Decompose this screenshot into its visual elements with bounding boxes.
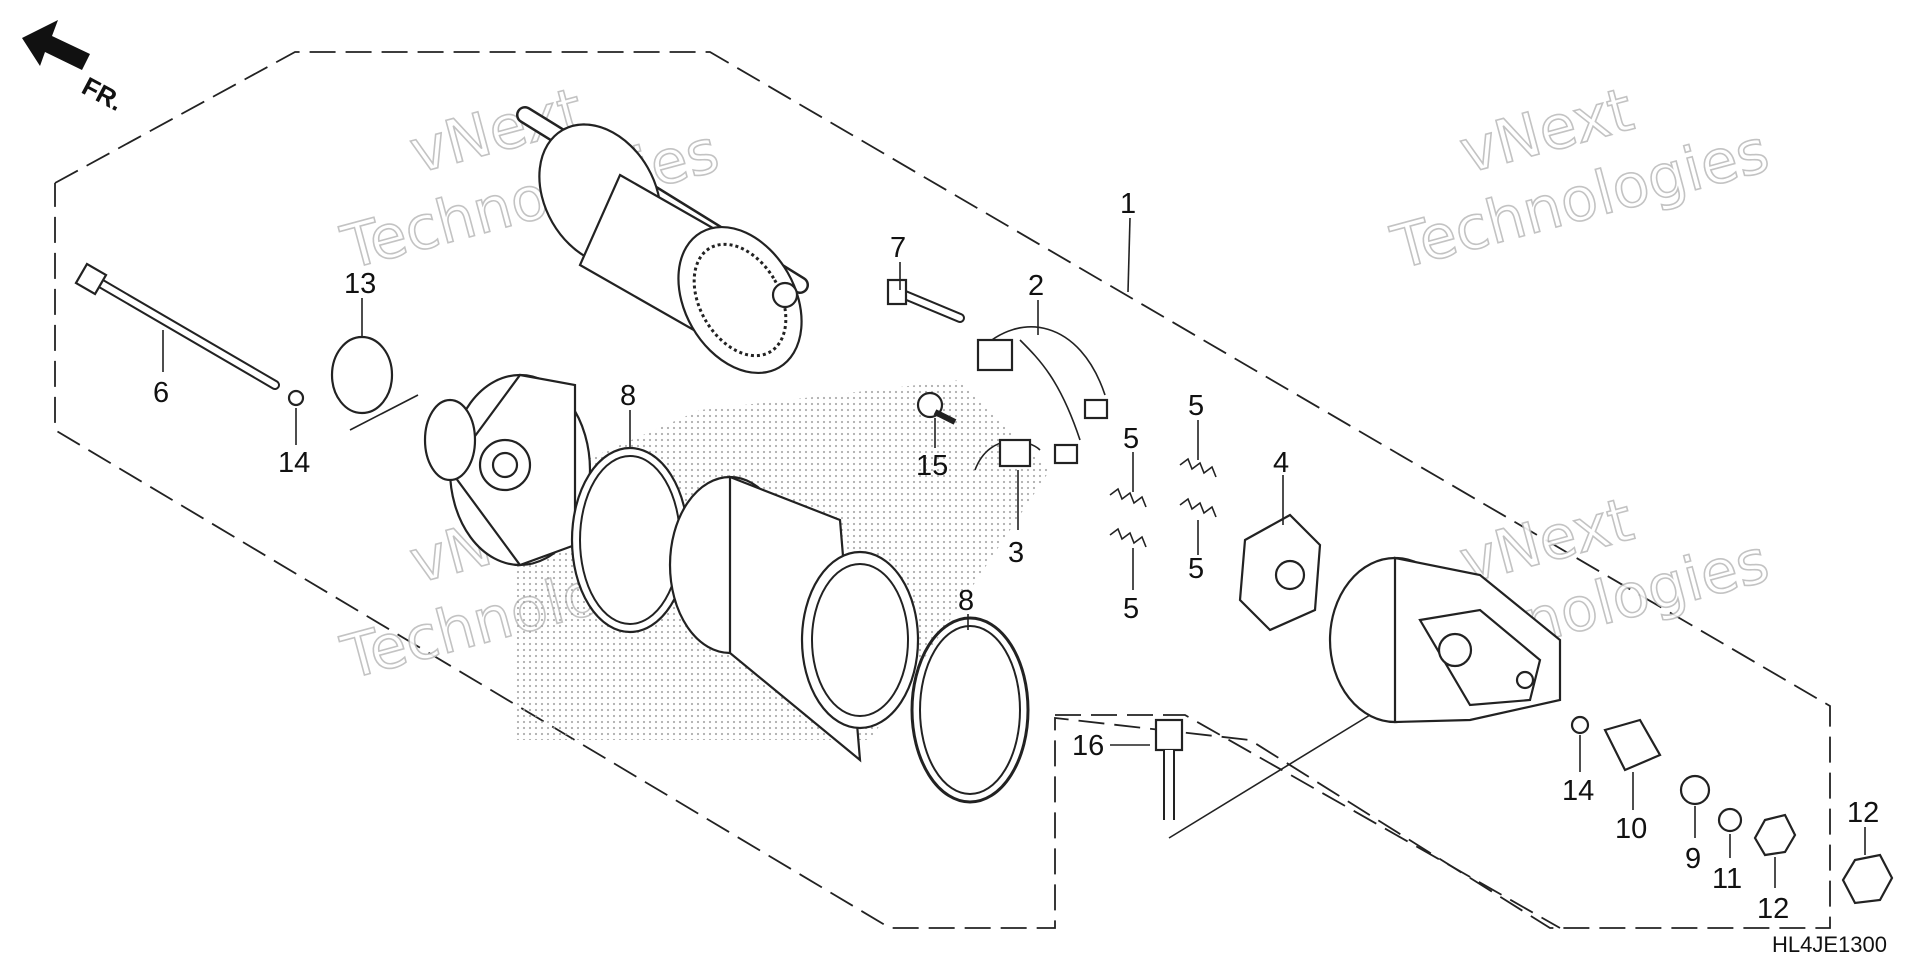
- callout-8-lower: 8: [958, 585, 974, 617]
- callout-5-b: 5: [1188, 390, 1204, 422]
- bolt-group-outline: [1055, 714, 1561, 929]
- screw-15: [916, 391, 957, 425]
- callout-15: 15: [916, 450, 948, 482]
- nut-12-center: [1753, 813, 1797, 857]
- callout-5-a: 5: [1123, 423, 1139, 455]
- brush-spring-c: [1179, 457, 1217, 478]
- washer-9: [1679, 774, 1711, 806]
- o-ring-8-upper: [570, 446, 690, 634]
- callout-10: 10: [1615, 813, 1647, 845]
- washer-14-right: [1570, 715, 1590, 735]
- brush-screw: [886, 278, 965, 323]
- bolt-16: [1154, 718, 1184, 820]
- yoke-housing: [668, 475, 920, 763]
- callout-11: 11: [1712, 863, 1742, 895]
- callout-4: 4: [1273, 447, 1289, 479]
- brush-spring-a: [1109, 487, 1147, 508]
- callout-12-right: 12: [1847, 797, 1879, 829]
- assembly-boundary-outline: [54, 51, 1831, 929]
- brush-spring-d: [1179, 497, 1217, 518]
- terminal-insulator-10: [1603, 718, 1662, 772]
- callout-8-upper: 8: [620, 380, 636, 412]
- brush-terminal-set: [976, 326, 1109, 441]
- o-ring-8-lower: [910, 616, 1030, 804]
- brush-holder: [974, 438, 1079, 471]
- callout-1: 1: [1120, 188, 1136, 220]
- callout-13: 13: [344, 268, 376, 300]
- callout-16: 16: [1072, 730, 1104, 762]
- washer-14-left: [287, 389, 305, 407]
- callout-14-left: 14: [278, 447, 310, 479]
- brush-spring-b: [1109, 527, 1147, 548]
- front-cover: [423, 373, 592, 567]
- callout-9: 9: [1685, 843, 1701, 875]
- callout-5-d: 5: [1123, 593, 1139, 625]
- rear-cover: [1328, 556, 1562, 724]
- o-ring-13: [330, 335, 394, 415]
- armature: [516, 106, 809, 375]
- callout-12-center: 12: [1757, 893, 1789, 925]
- callout-14-right: 14: [1562, 775, 1594, 807]
- through-bolt: [74, 262, 280, 390]
- diagram-code: HL4JE1300: [1772, 932, 1887, 957]
- brush-holder-plate: [1238, 513, 1322, 632]
- callout-7: 7: [890, 232, 906, 264]
- callout-6: 6: [153, 377, 169, 409]
- leader-lines: [162, 217, 1866, 888]
- callout-2: 2: [1028, 270, 1044, 302]
- front-direction-arrow-icon: [22, 20, 90, 70]
- callout-5-c: 5: [1188, 553, 1204, 585]
- callout-3: 3: [1008, 537, 1024, 569]
- o-ring-8-lower-inner: [919, 625, 1021, 795]
- washer-11: [1717, 807, 1743, 833]
- front-direction-label: FR.: [77, 71, 128, 117]
- nut-12-right: [1841, 853, 1894, 905]
- watermark-top-right: vNext Technologies: [1384, 74, 1777, 285]
